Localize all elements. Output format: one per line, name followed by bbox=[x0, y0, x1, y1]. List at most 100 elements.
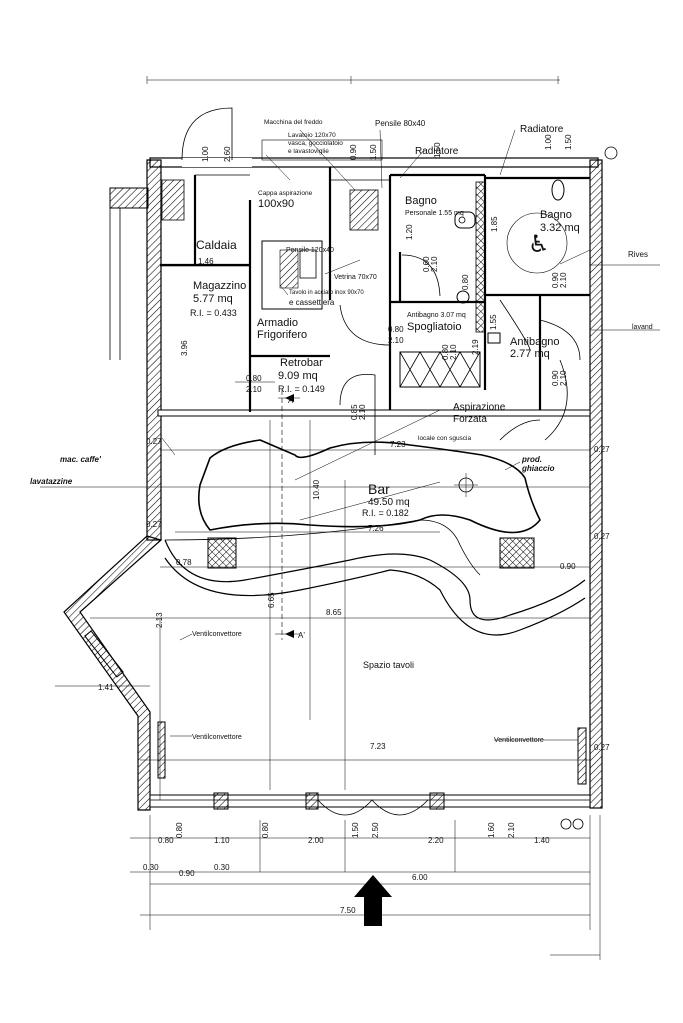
dim-text: 0.27 bbox=[594, 743, 610, 752]
dim-text: 0.27 bbox=[146, 520, 162, 529]
dim-text: 3.96 bbox=[180, 340, 189, 356]
dim-text: 0.27 bbox=[146, 437, 162, 446]
dim-text: 2.10 bbox=[358, 404, 367, 420]
dim-text: 2.10 bbox=[507, 822, 516, 838]
outer-walls bbox=[63, 157, 603, 816]
section-arrow-icon bbox=[285, 630, 294, 638]
label-locale-sguscia: locale con sguscia bbox=[418, 435, 471, 442]
dim-text: 1.55 bbox=[489, 314, 498, 330]
dim-text: 6.65 bbox=[267, 592, 276, 608]
dim-text: 2.10 bbox=[246, 385, 262, 394]
room-retrobar-area: 9.09 mq bbox=[278, 370, 318, 382]
room-bagno-personale-area: Personale 1.55 mq bbox=[405, 210, 464, 217]
room-retrobar-ri: R.I. = 0.149 bbox=[278, 384, 325, 394]
dim-text: 1.10 bbox=[214, 836, 230, 845]
dim-text: 0.27 bbox=[594, 532, 610, 541]
dim-text: 10.40 bbox=[312, 479, 321, 500]
room-caldaia: Caldaia bbox=[196, 238, 237, 252]
dim-text: 0.80 bbox=[461, 274, 470, 290]
label-mac-caffe: mac. caffe' bbox=[60, 455, 102, 464]
dim-text: 1.00 bbox=[544, 134, 553, 150]
dim-text: 0.80 bbox=[261, 822, 270, 838]
dim-text: 1.46 bbox=[198, 257, 214, 266]
label-cappa-1: Cappa aspirazione bbox=[258, 190, 313, 197]
dim-text: 7.23 bbox=[370, 742, 386, 751]
label-lavatoio-1: Lavatoio 120x70 bbox=[288, 132, 336, 139]
dim-text: 1.60 bbox=[487, 822, 496, 838]
section-arrow-icon bbox=[285, 394, 294, 402]
label-macchina-freddo: Macchina del freddo bbox=[264, 119, 323, 126]
dim-text: 0.80 bbox=[246, 374, 262, 383]
room-aspirazione-name: Aspirazione bbox=[453, 402, 506, 413]
room-magazzino-name: Magazzino bbox=[193, 280, 246, 292]
dim-text: 2.10 bbox=[388, 336, 404, 345]
dim-text: 2.60 bbox=[223, 146, 232, 162]
dim-text: 0.78 bbox=[176, 558, 192, 567]
dim-text: 7.23 bbox=[390, 440, 406, 449]
label-tavolo-1: Tavolo in acciaio inox 90x70 bbox=[289, 290, 364, 296]
interior-walls bbox=[157, 167, 591, 417]
dim-text: 1.50 bbox=[351, 822, 360, 838]
label-tavolo-2: e cassettiera bbox=[289, 298, 335, 307]
dim-text: 1.40 bbox=[534, 836, 550, 845]
label-section-a2: A' bbox=[298, 631, 305, 640]
room-antibagno-area: 2.77 mq bbox=[510, 348, 550, 360]
dim-text: 0.80 bbox=[175, 822, 184, 838]
dim-text: 1.50 bbox=[369, 144, 378, 160]
dim-text: 0.30 bbox=[143, 863, 159, 872]
label-section-a: A bbox=[288, 396, 294, 405]
room-armadio-sub: Frigorifero bbox=[257, 329, 307, 341]
dim-text: 2.10 bbox=[449, 344, 458, 360]
dim-text: 7.50 bbox=[340, 906, 356, 915]
dim-text: 1.00 bbox=[201, 146, 210, 162]
label-ventilconvettore-2: Ventilconvettore bbox=[192, 734, 242, 741]
label-radiatore-1: Radiatore bbox=[520, 124, 564, 135]
label-lavatazzine: lavatazzine bbox=[30, 477, 73, 486]
dim-text: 2.00 bbox=[308, 836, 324, 845]
room-magazzino-ri: R.I. = 0.433 bbox=[190, 308, 237, 318]
dim-text: 2.10 bbox=[559, 370, 568, 386]
dim-text: 2.50 bbox=[371, 822, 380, 838]
label-rives: Rives bbox=[628, 250, 648, 259]
dim-text: 1.50 bbox=[564, 134, 573, 150]
dim-text: 0.90 bbox=[551, 272, 560, 288]
dim-text: 0.85 bbox=[350, 404, 359, 420]
room-armadio-name: Armadio bbox=[257, 317, 298, 329]
label-ventilconvettore-3: Ventilconvettore bbox=[494, 737, 544, 744]
room-magazzino-area: 5.77 mq bbox=[193, 293, 233, 305]
dim-text: 2.20 bbox=[428, 836, 444, 845]
room-spazio-tavoli: Spazio tavoli bbox=[363, 660, 414, 670]
room-antibagno-name: Antibagno bbox=[510, 336, 560, 348]
label-lavatoio-2: vasca, gocciolatoio bbox=[288, 140, 343, 147]
dim-text: 0.27 bbox=[594, 445, 610, 454]
doors bbox=[181, 107, 581, 455]
dim-text: 0.80 bbox=[441, 344, 450, 360]
accessibility-icon: ♿ bbox=[528, 231, 550, 258]
dim-text: 0.90 bbox=[551, 370, 560, 386]
dim-text: 7.26 bbox=[368, 524, 384, 533]
dim-text: 0.30 bbox=[214, 863, 230, 872]
room-retrobar-name: Retrobar bbox=[280, 357, 323, 369]
dim-text: 2.13 bbox=[155, 612, 164, 628]
dim-text: 0.90 bbox=[349, 144, 358, 160]
label-lavand: lavand bbox=[632, 324, 653, 331]
dim-text: 2.10 bbox=[559, 272, 568, 288]
dim-text: 2.19 bbox=[471, 339, 480, 355]
dimension-lines bbox=[40, 129, 660, 960]
room-bagno-personale-name: Bagno bbox=[405, 195, 437, 207]
label-pensile-top: Pensile 80x40 bbox=[375, 119, 426, 128]
label-vetrina: Vetrina 70x70 bbox=[334, 274, 377, 281]
room-bar-ri: R.I. = 0.182 bbox=[362, 508, 409, 518]
label-pensile-2: Pensile 120x40 bbox=[286, 247, 334, 254]
dim-text: 0.80 bbox=[388, 325, 404, 334]
room-spogliatoio-name: Spogliatoio bbox=[407, 321, 461, 333]
room-bagno-name: Bagno bbox=[540, 209, 572, 221]
dim-text: 0.90 bbox=[560, 562, 576, 571]
dim-text: 0.60 bbox=[422, 256, 431, 272]
label-ventilconvettore-1: Ventilconvettore bbox=[192, 631, 242, 638]
room-aspirazione-sub: Forzata bbox=[453, 414, 487, 425]
room-antibagno-spogliatoio-area: Antibagno 3.07 mq bbox=[407, 312, 466, 319]
room-bar-area: 49.50 mq bbox=[368, 497, 410, 508]
entrance-arrow-icon bbox=[354, 875, 392, 926]
